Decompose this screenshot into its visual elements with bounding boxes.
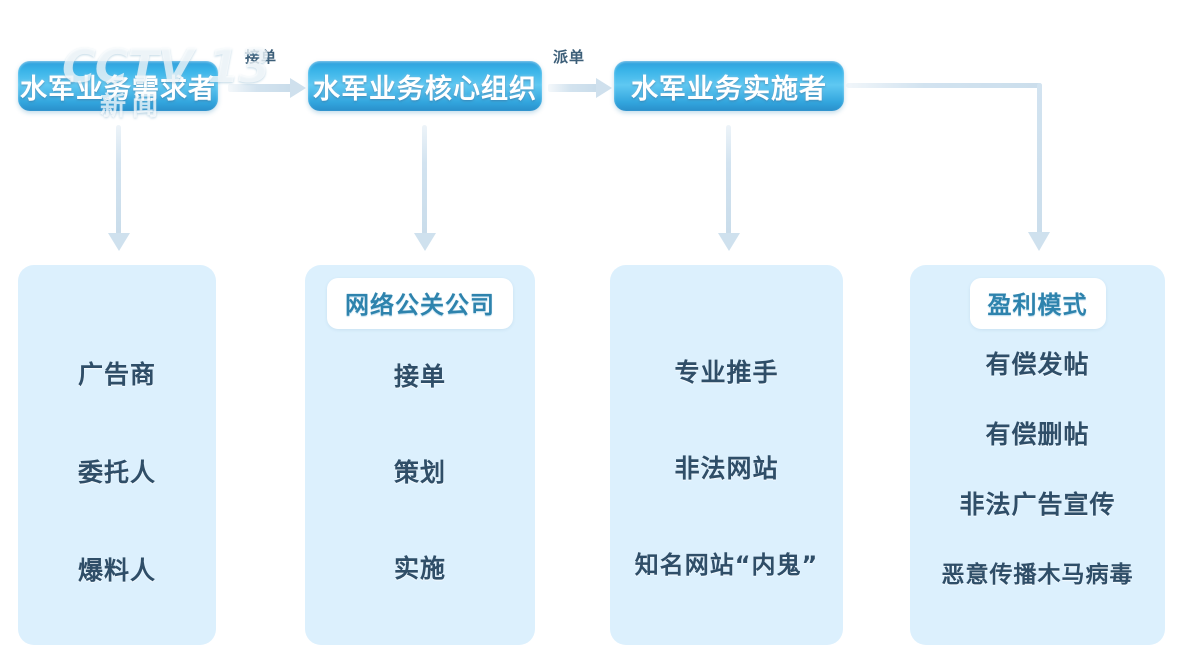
panel-pr-company-pill: 网络公关公司 <box>327 278 513 329</box>
stage-header-core-org-label: 水军业务核心组织 <box>313 73 537 105</box>
elbow-connector-horizontal-segment <box>846 83 1042 88</box>
down-arrow-1-icon <box>108 125 130 253</box>
list-item: 非法广告宣传 <box>959 490 1116 519</box>
arrow-head <box>290 78 306 98</box>
list-item: 有偿删帖 <box>985 420 1090 449</box>
panel-profit-model-items: 有偿发帖 有偿删帖 非法广告宣传 恶意传播木马病毒 <box>910 345 1165 623</box>
panel-pr-company-pill-label: 网络公关公司 <box>345 291 495 319</box>
down-arrow-2-icon <box>414 125 436 253</box>
elbow-connector-arrow-head-icon <box>1028 232 1050 251</box>
arrow-head <box>414 233 436 251</box>
arrow-shaft <box>422 125 427 235</box>
list-item: 实施 <box>393 554 446 583</box>
list-item: 策划 <box>393 458 446 487</box>
panel-profit-model: 盈利模式 有偿发帖 有偿删帖 非法广告宣传 恶意传播木马病毒 <box>910 265 1165 645</box>
stage-header-executor-label: 水军业务实施者 <box>631 73 827 105</box>
arrow-head <box>718 233 740 251</box>
panel-executor-items: 专业推手 非法网站 知名网站“内鬼” <box>610 353 843 640</box>
list-item: 委托人 <box>77 458 156 487</box>
stage-header-demand: 水军业务需求者 <box>18 61 218 111</box>
panel-profit-model-pill-label: 盈利模式 <box>987 291 1088 319</box>
stage-header-executor: 水军业务实施者 <box>614 61 844 111</box>
list-item: 爆料人 <box>77 556 156 585</box>
arrow-head <box>596 78 612 98</box>
list-item: 恶意传播木马病毒 <box>941 562 1134 588</box>
list-item: 专业推手 <box>674 358 779 387</box>
arrow-head <box>108 233 130 251</box>
arrow-shaft <box>228 84 292 92</box>
arrow-shaft <box>548 84 598 92</box>
list-item: 有偿发帖 <box>985 350 1090 379</box>
panel-profit-model-pill: 盈利模式 <box>969 278 1106 329</box>
down-arrow-3-icon <box>718 125 740 253</box>
panel-pr-company-items: 接单 策划 实施 <box>305 357 535 645</box>
list-item: 非法网站 <box>674 454 779 483</box>
panel-executor: 专业推手 非法网站 知名网站“内鬼” <box>610 265 843 645</box>
elbow-connector-vertical-segment <box>1037 83 1042 235</box>
horizontal-arrow-1-icon <box>228 78 308 98</box>
panel-demand: 广告商 委托人 爆料人 新闻频道 <box>18 265 216 645</box>
horizontal-arrow-2-icon <box>548 78 614 98</box>
list-item: 接单 <box>393 362 446 391</box>
arrow-shaft <box>726 125 731 235</box>
arrow-shaft <box>116 125 121 235</box>
list-item: 知名网站“内鬼” <box>634 551 819 579</box>
list-item: 广告商 <box>77 360 156 389</box>
stage-header-core-org: 水军业务核心组织 <box>308 61 542 111</box>
arrow-label-paidan: 派单 <box>553 48 586 66</box>
panel-demand-items: 广告商 委托人 爆料人 <box>18 355 216 645</box>
stage-header-demand-label: 水军业务需求者 <box>20 73 216 105</box>
arrow-label-jiedan: 接单 <box>245 48 278 66</box>
panel-pr-company: 网络公关公司 接单 策划 实施 <box>305 265 535 645</box>
